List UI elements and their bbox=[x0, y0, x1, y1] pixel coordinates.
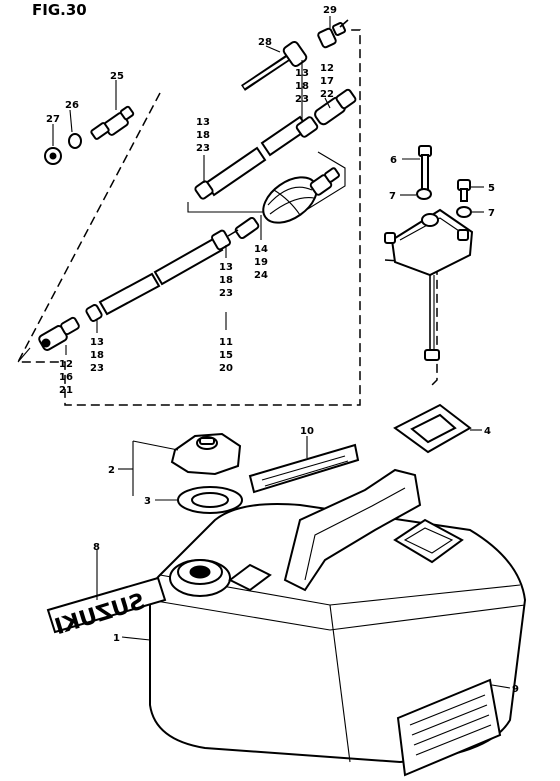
callout-group-11: 11 15 20 bbox=[219, 337, 233, 374]
primer-bulb-14 bbox=[227, 167, 340, 240]
callout-8: 8 bbox=[93, 542, 100, 553]
callout-27: 27 bbox=[46, 114, 60, 125]
svg-text:23: 23 bbox=[196, 143, 210, 154]
callout-labels: 1 2 3 4 5 6 7 7 8 9 10 25 26 27 28 29 13… bbox=[46, 5, 519, 695]
callout-3: 3 bbox=[144, 496, 151, 507]
svg-text:23: 23 bbox=[295, 94, 309, 105]
svg-text:21: 21 bbox=[59, 385, 73, 396]
svg-text:23: 23 bbox=[219, 288, 233, 299]
callout-group-12-upper: 12 17 22 bbox=[320, 63, 334, 100]
callout-28: 28 bbox=[258, 37, 272, 48]
washer-26 bbox=[68, 133, 82, 149]
label-10 bbox=[248, 443, 360, 494]
svg-text:19: 19 bbox=[254, 257, 268, 268]
gasket-4 bbox=[393, 403, 472, 454]
callout-group-14: 14 19 24 bbox=[254, 244, 268, 281]
callout-26: 26 bbox=[65, 100, 79, 111]
svg-text:24: 24 bbox=[254, 270, 268, 281]
svg-text:13: 13 bbox=[219, 262, 233, 273]
connector-29 bbox=[317, 19, 349, 49]
svg-text:16: 16 bbox=[59, 372, 73, 383]
caution-label-9 bbox=[396, 678, 502, 777]
svg-text:23: 23 bbox=[90, 363, 104, 374]
svg-text:18: 18 bbox=[295, 81, 309, 92]
svg-text:18: 18 bbox=[90, 350, 104, 361]
pipe-28 bbox=[241, 40, 308, 91]
figure-title: FIG.30 bbox=[32, 1, 87, 19]
svg-text:13: 13 bbox=[295, 68, 309, 79]
callout-6: 6 bbox=[390, 155, 397, 166]
callout-25: 25 bbox=[110, 71, 124, 82]
svg-text:17: 17 bbox=[320, 76, 334, 87]
connector-12-lower bbox=[38, 316, 80, 351]
callout-group-13-left: 13 18 23 bbox=[90, 337, 104, 374]
callout-2: 2 bbox=[108, 465, 115, 476]
hose-upper bbox=[194, 115, 319, 200]
svg-text:13: 13 bbox=[196, 117, 210, 128]
nut-27 bbox=[44, 147, 62, 165]
callout-29: 29 bbox=[323, 5, 337, 16]
fuel-tank-1 bbox=[149, 468, 527, 764]
callout-group-12-lower: 12 16 21 bbox=[59, 359, 73, 396]
callout-1: 1 bbox=[113, 633, 120, 644]
svg-text:13: 13 bbox=[90, 337, 104, 348]
callout-group-13-lower: 13 18 23 bbox=[219, 262, 233, 299]
gasket-3 bbox=[177, 486, 243, 514]
washer-7-right bbox=[456, 206, 472, 218]
svg-text:22: 22 bbox=[320, 89, 334, 100]
svg-text:18: 18 bbox=[219, 275, 233, 286]
svg-text:12: 12 bbox=[320, 63, 334, 74]
washer-7-left bbox=[416, 188, 432, 200]
connector-25 bbox=[90, 105, 135, 140]
callout-10: 10 bbox=[300, 426, 314, 437]
fuel-cap-2 bbox=[170, 432, 242, 476]
callout-group-13-upper: 13 18 23 bbox=[295, 68, 309, 105]
connector-12-upper bbox=[314, 88, 357, 126]
fuel-meter-body bbox=[384, 208, 474, 361]
svg-text:14: 14 bbox=[254, 244, 268, 255]
svg-text:12: 12 bbox=[59, 359, 73, 370]
callout-7-left: 7 bbox=[389, 191, 396, 202]
callout-7-right: 7 bbox=[488, 208, 495, 219]
callout-4: 4 bbox=[484, 426, 491, 437]
svg-text:18: 18 bbox=[196, 130, 210, 141]
hose-lower bbox=[85, 229, 231, 322]
svg-text:15: 15 bbox=[219, 350, 233, 361]
bolt-5 bbox=[457, 179, 471, 202]
svg-text:20: 20 bbox=[219, 363, 233, 374]
callout-group-13-mid: 13 18 23 bbox=[196, 117, 210, 154]
fuel-hose-group-frame bbox=[16, 29, 361, 406]
svg-text:11: 11 bbox=[219, 337, 233, 348]
callout-9: 9 bbox=[512, 684, 519, 695]
leader-lines bbox=[52, 16, 511, 689]
callout-5: 5 bbox=[488, 183, 495, 194]
emblem-8: SUZUKI bbox=[46, 576, 167, 640]
